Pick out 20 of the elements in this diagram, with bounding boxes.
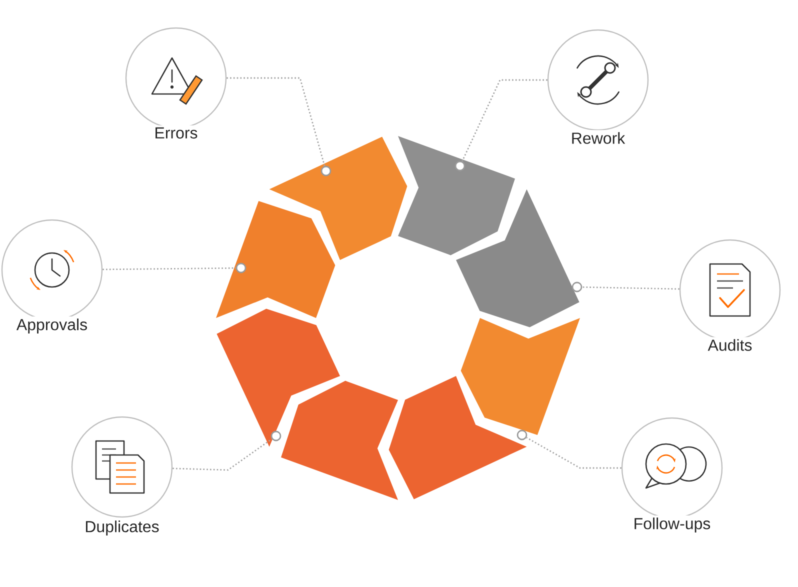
ring-segment bbox=[216, 201, 336, 318]
node-label: Follow-ups bbox=[634, 518, 710, 532]
node-label: Errors bbox=[156, 127, 198, 139]
ring-segment bbox=[281, 380, 398, 500]
ring-segment bbox=[388, 376, 528, 500]
leader-line bbox=[226, 77, 326, 166]
ring-segment bbox=[460, 318, 580, 435]
node-label: Approvals bbox=[16, 318, 87, 334]
ring-segment bbox=[456, 189, 582, 328]
node-label: Audits bbox=[708, 339, 752, 351]
leader-line bbox=[102, 267, 236, 270]
leader-line bbox=[582, 286, 680, 290]
ring-segment bbox=[216, 308, 340, 447]
leader-line bbox=[526, 436, 622, 469]
ring-segment bbox=[269, 136, 408, 260]
node-label: Rework bbox=[572, 132, 626, 144]
ring-segment bbox=[398, 136, 515, 256]
leader-line bbox=[172, 438, 272, 471]
leader-line bbox=[462, 79, 548, 162]
node-label: Duplicates bbox=[86, 520, 159, 536]
